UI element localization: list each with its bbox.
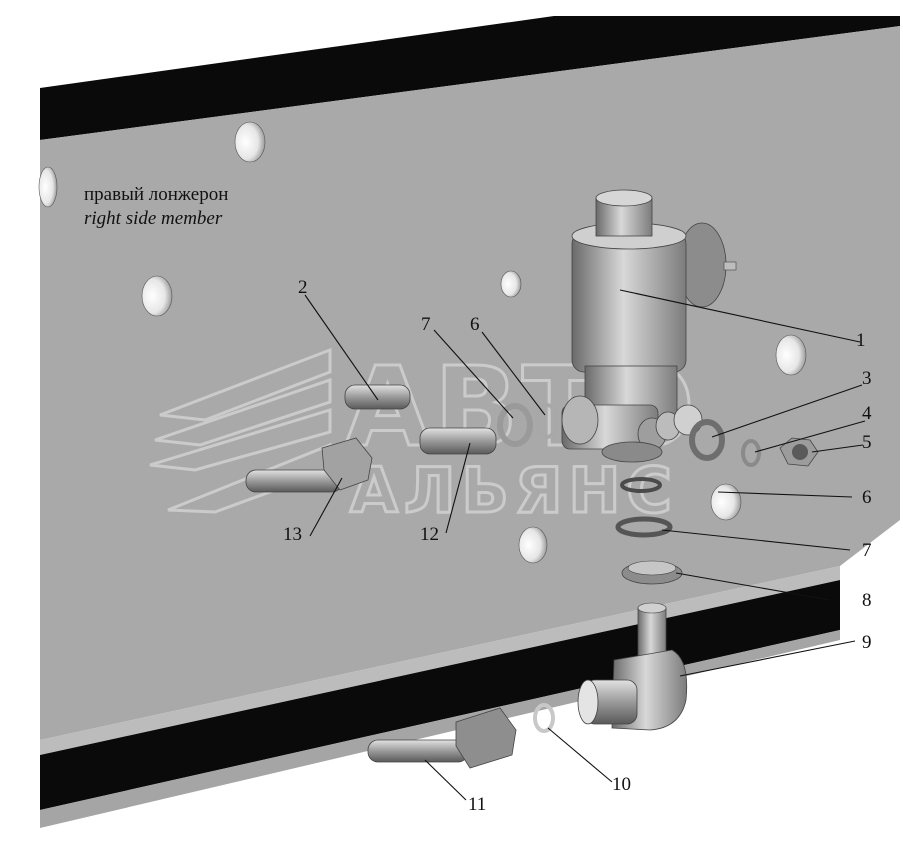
part-3-washer — [689, 419, 725, 461]
mounting-hole — [500, 270, 522, 298]
label-12: 12 — [420, 524, 439, 545]
mounting-hole — [518, 526, 548, 564]
watermark-line2: АЛЬЯНС — [350, 454, 678, 527]
part-5-nut — [779, 437, 819, 467]
part-8-nut — [621, 560, 683, 585]
mounting-hole — [775, 334, 807, 376]
part-13-bolt — [245, 437, 373, 493]
part-6-washer-upper — [535, 403, 559, 439]
label-7-lower: 7 — [862, 540, 872, 561]
part-10-washer — [533, 703, 555, 733]
label-10: 10 — [612, 774, 631, 795]
label-6-upper: 6 — [470, 314, 480, 335]
label-6-lower: 6 — [862, 487, 872, 508]
part-12-fitting — [419, 427, 497, 455]
part-7-washer-lower — [615, 516, 673, 538]
part-1-valve — [561, 189, 737, 463]
mounting-hole — [234, 121, 266, 163]
label-2: 2 — [298, 277, 308, 298]
caption-english: right side member — [84, 208, 223, 229]
part-2-bolt — [344, 384, 411, 410]
label-8: 8 — [862, 590, 872, 611]
label-13: 13 — [283, 524, 302, 545]
label-11: 11 — [468, 794, 486, 815]
part-6-washer-lower — [620, 477, 662, 493]
label-4: 4 — [862, 403, 872, 424]
leader-lines — [304, 289, 866, 801]
side-member-web — [40, 26, 900, 740]
mounting-hole — [38, 166, 58, 208]
part-11-bolt — [367, 707, 517, 769]
label-3: 3 — [862, 368, 872, 389]
side-member-top-flange — [40, 16, 900, 140]
caption-russian: правый лонжерон — [84, 184, 229, 205]
part-7-washer-upper — [497, 403, 533, 447]
label-1: 1 — [856, 330, 866, 351]
label-7-upper: 7 — [421, 314, 431, 335]
member-caption: правый лонжерон right side member — [84, 183, 228, 231]
part-9-elbow — [577, 602, 688, 731]
mounting-hole — [141, 275, 173, 317]
part-4-washer — [741, 439, 761, 467]
mounting-hole — [710, 483, 742, 521]
label-5: 5 — [862, 432, 872, 453]
label-9: 9 — [862, 632, 872, 653]
callout-labels: 1 2 3 4 5 6 6 7 7 8 9 10 11 12 13 — [283, 277, 872, 815]
